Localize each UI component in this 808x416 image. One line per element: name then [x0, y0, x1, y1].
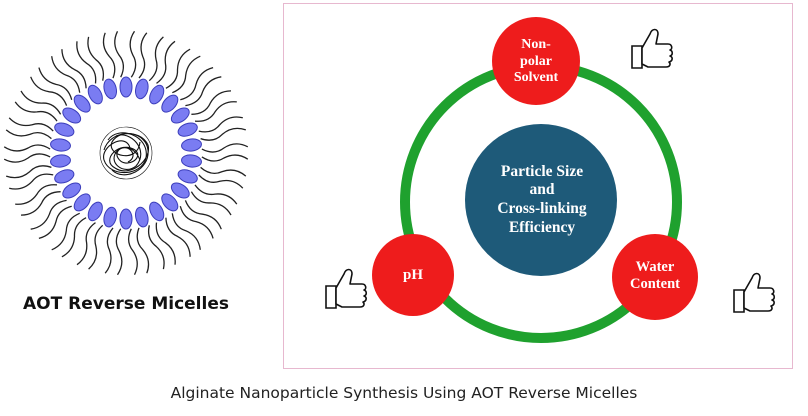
figure-caption: Alginate Nanoparticle Synthesis Using AO…: [170, 384, 638, 402]
surfactant-head: [103, 206, 117, 228]
surfactant-tail: [180, 66, 214, 101]
surfactant-tail: [30, 199, 67, 230]
surfactant-tail: [191, 90, 232, 115]
surfactant-head: [177, 169, 198, 184]
aot-reverse-micelle-illustration: [3, 30, 249, 276]
surfactant-tail: [138, 32, 148, 79]
surfactant-tail: [51, 212, 80, 251]
surfactant-tail: [76, 222, 96, 266]
polymer-core: [99, 126, 153, 180]
surfactant-head: [73, 193, 91, 212]
surfactant-head: [149, 84, 165, 105]
surfactant-head: [181, 138, 202, 152]
surfactant-head: [62, 107, 82, 124]
factor-diagram-panel: [283, 3, 793, 369]
surfactant-head: [87, 84, 103, 105]
surfactant-tail: [190, 191, 232, 216]
surfactant-head: [50, 154, 71, 168]
surfactant-tail: [129, 30, 137, 78]
surfactant-tail: [5, 165, 52, 179]
surfactant-tail: [102, 32, 116, 79]
surfactant-tail: [172, 55, 201, 94]
surfactant-head: [50, 138, 71, 152]
factor-label-ph: pH: [402, 267, 423, 283]
surfactant-tail: [198, 174, 244, 189]
surfactant-tail: [104, 227, 114, 274]
surfactant-tail: [165, 48, 191, 89]
surfactant-tail: [38, 205, 72, 240]
factor-label-solvent: Non- polar Solvent: [513, 36, 559, 86]
surfactant-head: [73, 94, 91, 113]
surfactant-tail: [30, 76, 68, 106]
surfactant-head: [161, 94, 179, 113]
surfactant-tail: [179, 206, 214, 239]
surfactant-tail: [201, 143, 249, 153]
surfactant-head: [170, 107, 190, 124]
surfactant-head: [135, 206, 149, 228]
surfactant-tail: [185, 76, 222, 107]
thumbs-up-icon: [325, 268, 368, 309]
surfactant-head: [135, 78, 149, 100]
surfactant-tail: [9, 173, 54, 190]
surfactant-tail: [114, 31, 124, 78]
center-label: Particle Size and Cross-linking Efficien…: [497, 162, 587, 236]
surfactant-head: [181, 154, 202, 168]
surfactant-head: [54, 122, 75, 137]
micelle-label: AOT Reverse Micelles: [23, 294, 229, 314]
surfactant-head: [170, 182, 190, 199]
surfactant-heads: [50, 76, 202, 230]
factor-circle-water: [612, 234, 698, 320]
surfactant-tail: [200, 166, 247, 177]
surfactant-tail: [61, 217, 87, 258]
surfactant-tail: [155, 222, 176, 265]
surfactant-tail: [87, 36, 105, 81]
surfactant-tail: [5, 129, 52, 140]
thumbs-up-icon: [631, 28, 674, 69]
surfactant-head: [177, 122, 198, 137]
factor-circle-solvent: [492, 17, 580, 105]
surfactant-tail: [38, 67, 73, 100]
factor-label-water: Water Content: [630, 258, 680, 292]
surfactant-tail: [88, 224, 104, 270]
surfactant-head: [62, 182, 82, 199]
surfactant-head: [161, 193, 179, 212]
surfactant-tail: [165, 217, 191, 257]
surfactant-head: [54, 169, 75, 184]
surfactant-tail: [3, 144, 51, 152]
surfactant-head: [119, 208, 133, 230]
surfactant-tail: [171, 213, 201, 250]
thumbs-up-icon: [733, 272, 776, 313]
center-circle: [465, 124, 617, 276]
surfactant-head: [87, 201, 103, 222]
surfactant-tail: [198, 116, 243, 133]
surfactant-tails: [3, 30, 249, 276]
surfactant-tail: [61, 49, 87, 89]
surfactant-tail: [148, 36, 164, 82]
surfactant-tail: [128, 228, 138, 275]
factor-circle-ph: [372, 234, 454, 316]
surfactant-tail: [147, 225, 165, 270]
surfactant-tail: [136, 227, 150, 274]
surfactant-tail: [156, 40, 176, 84]
surfactant-tail: [20, 90, 62, 115]
surfactant-tail: [14, 101, 58, 122]
surfactant-tail: [200, 127, 247, 141]
surfactant-head: [149, 201, 165, 222]
surfactant-tail: [51, 56, 81, 93]
surfactant-tail: [115, 228, 123, 276]
surfactant-head: [119, 76, 133, 98]
surfactant-tail: [184, 200, 222, 230]
surfactant-tail: [8, 117, 54, 132]
surfactant-tail: [3, 153, 51, 163]
surfactant-tail: [20, 191, 61, 216]
surfactant-tail: [194, 101, 237, 122]
surfactant-tail: [15, 184, 58, 205]
surfactant-tail: [201, 154, 249, 162]
surfactant-tail: [76, 41, 97, 84]
surfactant-tail: [194, 184, 238, 205]
surfactant-head: [103, 78, 117, 100]
